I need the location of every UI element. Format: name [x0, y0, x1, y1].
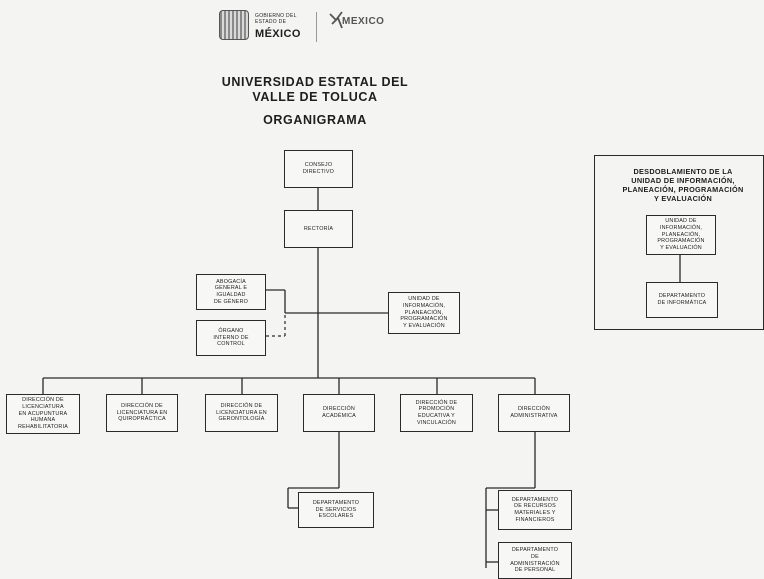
gobierno-estado-mexico-logo: GOBIERNO DEL ESTADO DE MÉXICO: [219, 10, 309, 42]
page-title: UNIVERSIDAD ESTATAL DEL VALLE DE TOLUCA: [150, 75, 480, 105]
mexico-logo-text: MEXICO: [342, 16, 385, 27]
box-rectoria: RECTORÍA: [284, 210, 353, 248]
gov-state-name: MÉXICO: [255, 28, 301, 40]
page-subtitle: ORGANIGRAMA: [263, 113, 367, 127]
side-panel-title: DESDOBLAMIENTO DE LA UNIDAD DE INFORMACI…: [622, 167, 744, 203]
mexico-brand-logo: MEXICO: [328, 10, 418, 40]
title-line1: UNIVERSIDAD ESTATAL DEL: [221, 75, 409, 89]
gov-line2: ESTADO DE: [255, 19, 287, 25]
title-line2: VALLE DE TOLUCA: [252, 90, 378, 104]
state-seal-icon: [219, 10, 249, 40]
gov-line1: GOBIERNO DEL: [255, 13, 297, 19]
logo-divider: [316, 12, 317, 42]
brand-mark-icon: [329, 11, 343, 29]
